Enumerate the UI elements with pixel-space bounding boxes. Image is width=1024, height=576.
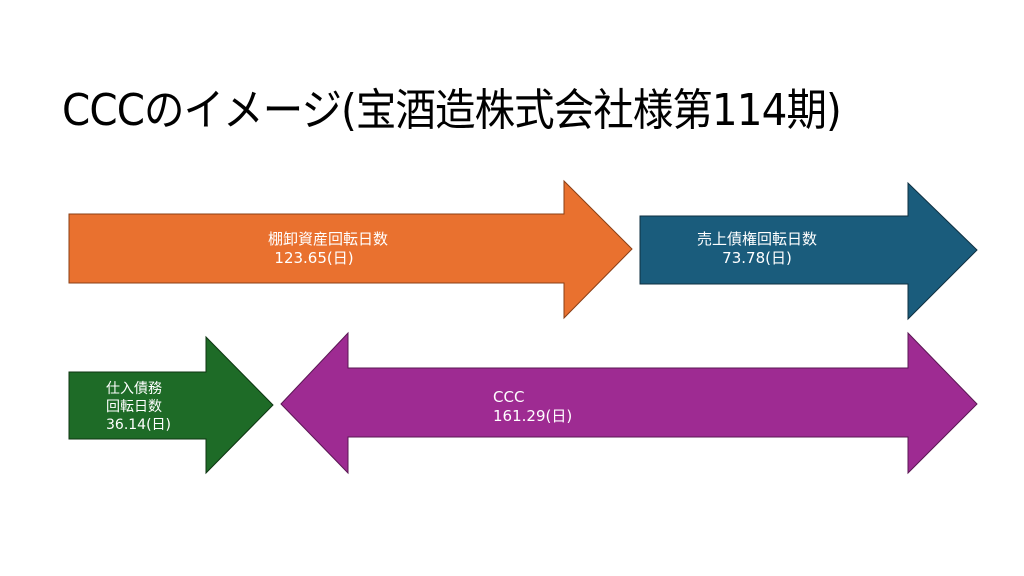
receivables-label-title: 売上債権回転日数 [697, 230, 818, 248]
ccc-label-title: CCC [493, 388, 525, 406]
inventory-label-value: 123.65(日) [274, 249, 354, 267]
payables-label-title: 仕入債務 [106, 381, 162, 397]
receivables-label-value: 73.78(日) [722, 249, 792, 267]
inventory-label: 棚卸資産回転日数 123.65(日) [268, 230, 388, 268]
slide-title: CCCのイメージ(宝酒造株式会社様第114期) [62, 85, 842, 136]
receivables-label: 売上債権回転日数 73.78(日) [697, 230, 817, 268]
payables-label-subtitle: 回転日数 [106, 399, 162, 415]
ccc-label-value: 161.29(日) [493, 407, 573, 425]
ccc-label: CCC 161.29(日) [493, 388, 572, 426]
inventory-label-title: 棚卸資産回転日数 [268, 230, 389, 248]
ccc-double-arrow [280, 331, 978, 475]
payables-label-value: 36.14(日) [106, 417, 172, 433]
inventory-days-arrow [68, 179, 633, 320]
payables-days-arrow [68, 335, 274, 475]
payables-label: 仕入債務 回転日数 36.14(日) [106, 380, 171, 434]
receivables-days-arrow [639, 181, 978, 321]
